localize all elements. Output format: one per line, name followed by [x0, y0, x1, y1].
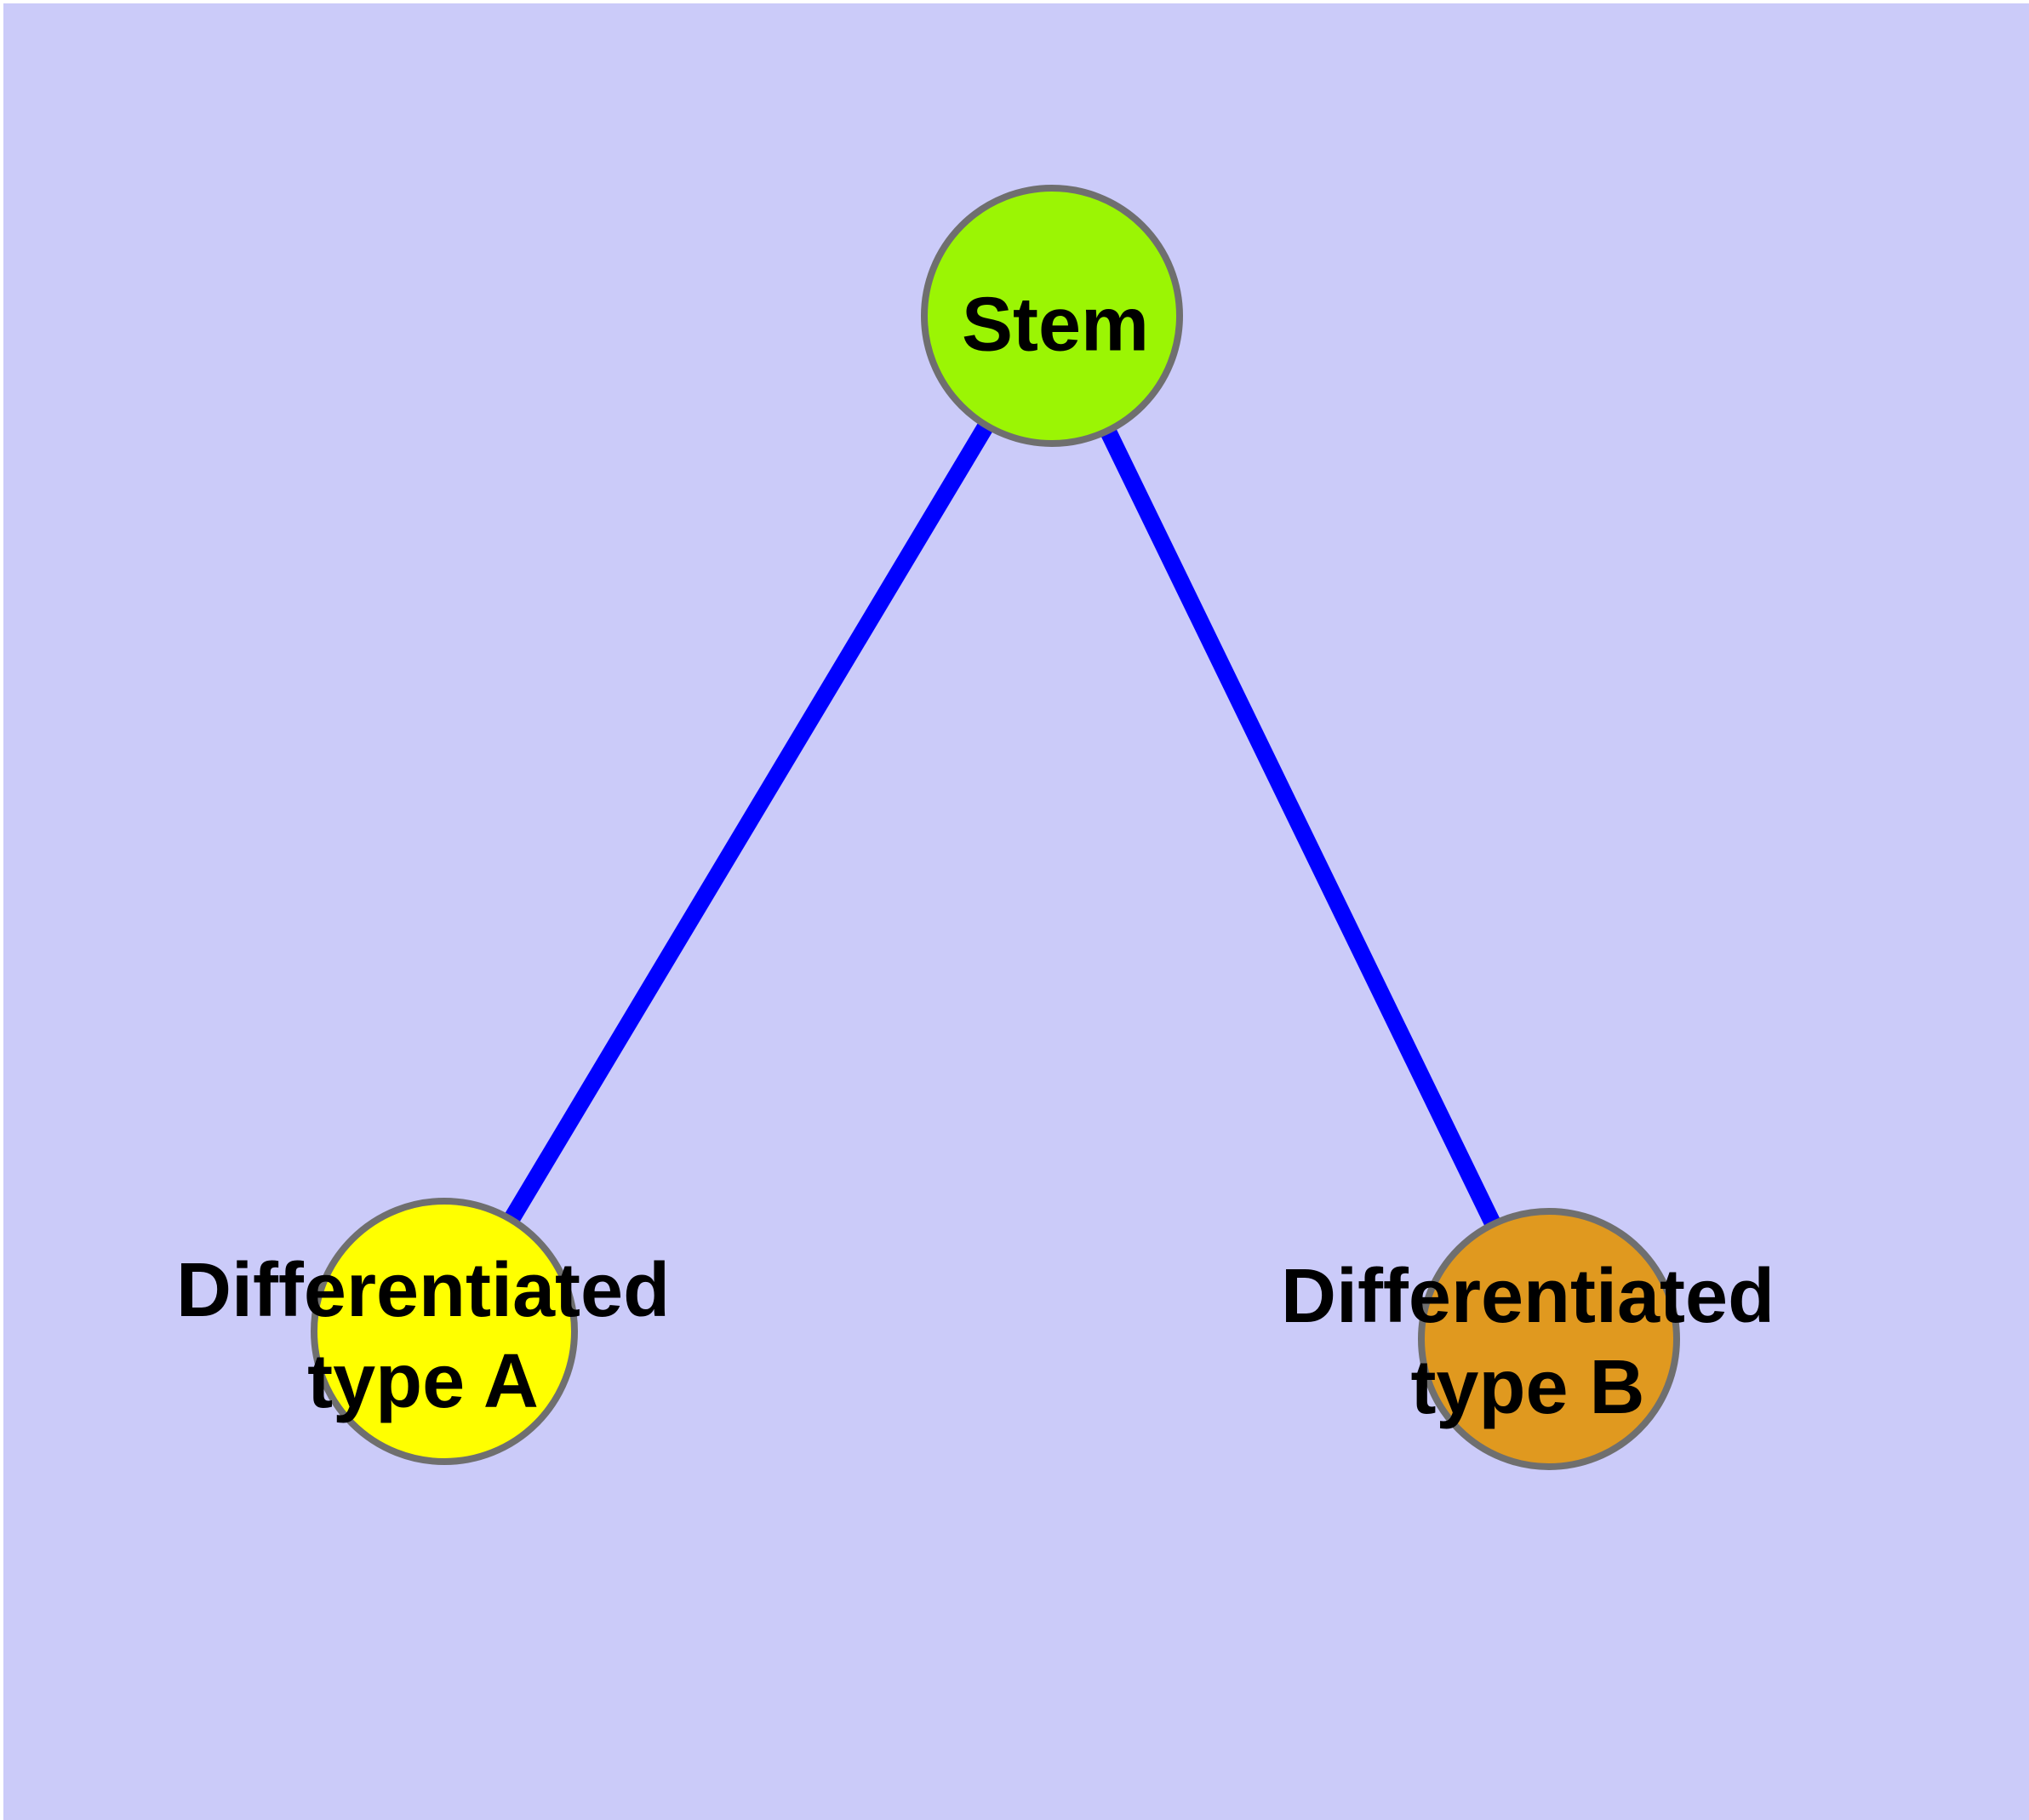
differentiated-type-a-node-circle — [311, 1198, 578, 1465]
differentiated-type-b-node-circle — [1418, 1208, 1680, 1470]
differentiated-type-b-node-label: Differentiated type B — [1280, 1254, 1775, 1430]
stem-node-label: Stem — [961, 282, 1150, 368]
edge-stem-to-differentiated-type-a — [437, 311, 1060, 1336]
stem-node-circle — [921, 185, 1183, 447]
edge-stem-to-differentiated-type-b — [1044, 312, 1557, 1343]
differentiated-type-a-node-label: Differentiated type A — [175, 1248, 671, 1424]
